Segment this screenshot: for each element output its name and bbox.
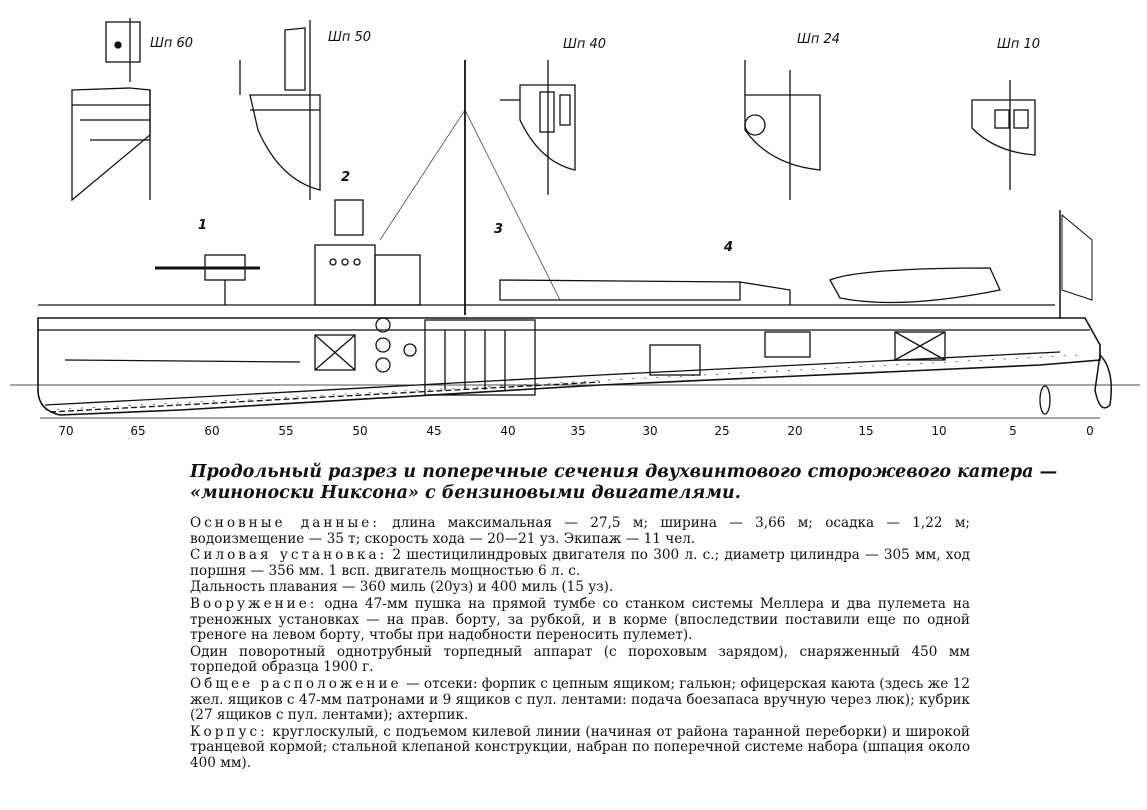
spec-heading: Силовая установка: bbox=[190, 547, 388, 564]
spec-text: одна 47-мм пушка на прямой тумбе со стан… bbox=[190, 595, 970, 644]
frame-number: 50 bbox=[352, 424, 368, 438]
frame-number: 65 bbox=[130, 424, 146, 438]
frame-number: 30 bbox=[642, 424, 658, 438]
cross-section-10 bbox=[971, 80, 1036, 190]
frame-number: 35 bbox=[570, 424, 586, 438]
spec-heading: Общее расположение bbox=[190, 675, 402, 692]
spec-paragraph: Общее расположение — отсеки: форпик с це… bbox=[190, 675, 970, 724]
frame-number: 15 bbox=[858, 424, 874, 438]
frame-number: 60 bbox=[204, 424, 220, 438]
spec-heading: Основные данные: bbox=[190, 515, 380, 531]
spec-text: 2 шестицилиндровых двигателя по 300 л. с… bbox=[190, 547, 970, 579]
cut-mark-3: 3 bbox=[494, 222, 504, 237]
section-label-40: Шп 40 bbox=[563, 37, 607, 52]
section-label-24: Шп 24 bbox=[797, 32, 841, 47]
frame-number: 40 bbox=[500, 424, 516, 438]
ship-drawing: Шп 60 Шп 50 Шп 40 Шп 24 Шп 10 1 2 3 4 70… bbox=[10, 18, 1140, 438]
frame-number: 55 bbox=[278, 424, 294, 438]
cross-section-50 bbox=[239, 20, 321, 200]
spec-paragraph: Дальность плавания — 360 миль (20уз) и 4… bbox=[190, 580, 970, 596]
cross-section-60 bbox=[71, 18, 151, 202]
spec-paragraph: Силовая установка: 2 шестицилиндровых дв… bbox=[190, 547, 970, 579]
longitudinal-section-svg bbox=[10, 18, 1140, 419]
spec-paragraph: Один поворотный однотрубный торпедный ап… bbox=[190, 643, 970, 676]
spec-text: Один поворотный однотрубный торпедный ап… bbox=[190, 643, 970, 676]
cut-mark-1: 1 bbox=[198, 218, 208, 233]
engines bbox=[314, 317, 536, 396]
spec-heading: Вооружение: bbox=[190, 595, 318, 612]
conning-tower bbox=[314, 199, 421, 306]
frame-number: 45 bbox=[426, 424, 442, 438]
spec-text: круглоскулый, с подъемом килевой линии (… bbox=[190, 723, 970, 771]
frame-number: 70 bbox=[58, 424, 74, 438]
cut-mark-4: 4 bbox=[724, 240, 734, 255]
boat bbox=[829, 210, 1093, 318]
spec-heading: Корпус: bbox=[190, 723, 268, 740]
section-label-10: Шп 10 bbox=[997, 37, 1041, 52]
specifications: Основные данные: длина максимальная — 27… bbox=[190, 515, 970, 773]
figure-caption: Продольный разрез и поперечные сечения д… bbox=[190, 462, 1058, 503]
spec-text: — отсеки: форпик с цепным ящиком; гальюн… bbox=[190, 675, 970, 724]
spec-paragraph: Корпус: круглоскулый, с подъемом килевой… bbox=[190, 723, 970, 772]
section-label-60: Шп 60 bbox=[150, 36, 194, 51]
spec-text: Дальность плавания — 360 миль (20уз) и 4… bbox=[190, 579, 614, 596]
spec-paragraph: Основные данные: длина максимальная — 27… bbox=[190, 515, 970, 547]
section-label-50: Шп 50 bbox=[328, 30, 372, 45]
spec-paragraph: Вооружение: одна 47-мм пушка на прямой т… bbox=[190, 595, 970, 644]
spec-text: длина максимальная — 27,5 м; ширина — 3,… bbox=[190, 515, 970, 547]
frame-number: 5 bbox=[1009, 424, 1017, 438]
frame-number: 0 bbox=[1086, 424, 1094, 438]
cross-section-24 bbox=[744, 60, 821, 200]
frame-number: 20 bbox=[787, 424, 803, 438]
cross-section-40 bbox=[500, 60, 576, 195]
frame-number: 25 bbox=[714, 424, 730, 438]
cut-mark-2: 2 bbox=[341, 170, 351, 185]
gun bbox=[155, 254, 260, 305]
frame-number: 10 bbox=[931, 424, 947, 438]
